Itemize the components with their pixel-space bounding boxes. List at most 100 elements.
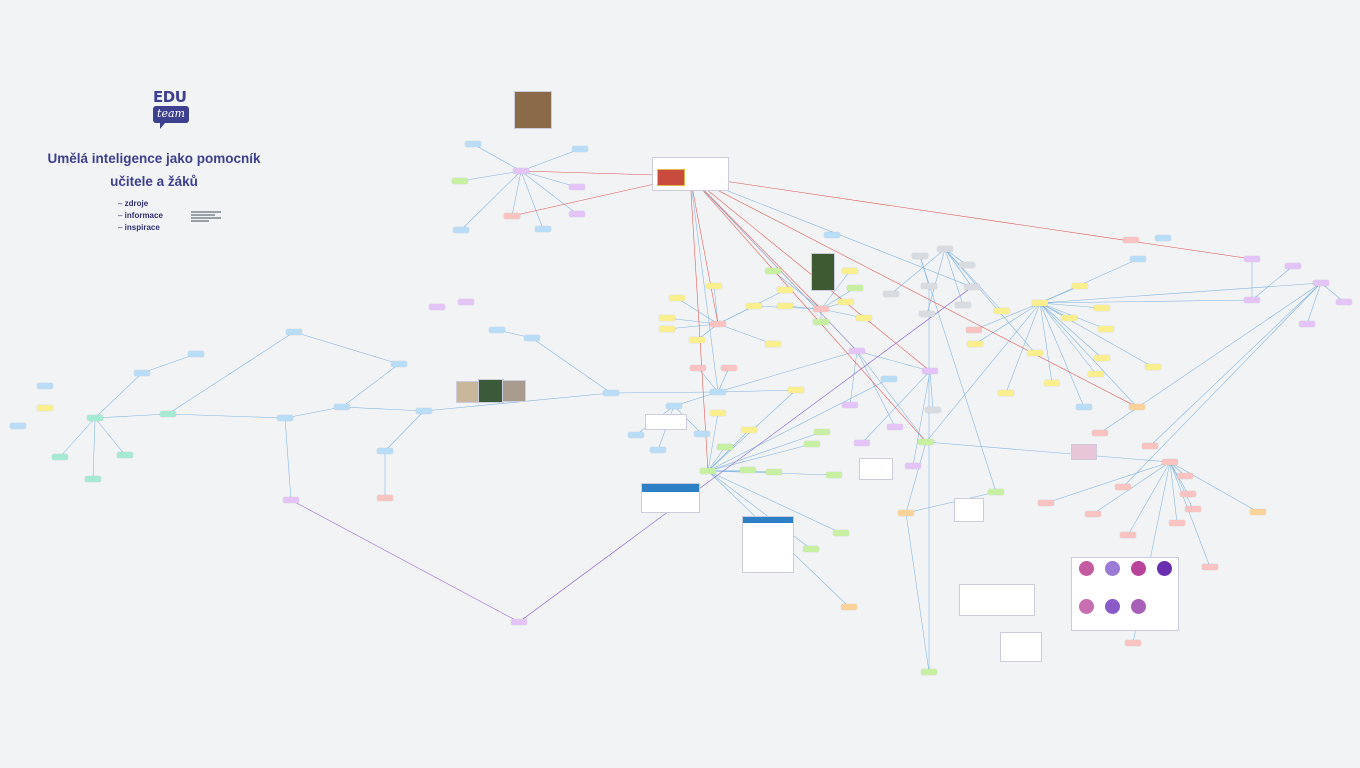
map-node[interactable] — [277, 415, 293, 421]
map-node[interactable] — [1032, 300, 1048, 306]
map-node[interactable] — [710, 321, 726, 327]
map-node[interactable] — [1162, 459, 1178, 465]
map-node[interactable] — [377, 495, 393, 501]
map-node[interactable] — [377, 448, 393, 454]
map-node[interactable] — [1145, 364, 1161, 370]
map-node[interactable] — [391, 361, 407, 367]
map-node[interactable] — [717, 444, 733, 450]
map-node[interactable] — [959, 262, 975, 268]
map-node[interactable] — [955, 302, 971, 308]
map-node[interactable] — [766, 469, 782, 475]
map-node[interactable] — [650, 447, 666, 453]
map-node[interactable] — [1202, 564, 1218, 570]
map-node[interactable] — [994, 308, 1010, 314]
map-node[interactable] — [85, 476, 101, 482]
map-node[interactable] — [1123, 237, 1139, 243]
table-thumb[interactable] — [859, 458, 893, 480]
phone-thumb[interactable] — [1071, 444, 1097, 460]
document-thumb[interactable] — [959, 584, 1035, 616]
map-node[interactable] — [1336, 299, 1352, 305]
map-node[interactable] — [826, 472, 842, 478]
map-node[interactable] — [465, 141, 481, 147]
map-node[interactable] — [1044, 380, 1060, 386]
map-node[interactable] — [847, 285, 863, 291]
map-node[interactable] — [1185, 506, 1201, 512]
map-node[interactable] — [334, 404, 350, 410]
map-node[interactable] — [690, 365, 706, 371]
map-node[interactable] — [453, 227, 469, 233]
map-node[interactable] — [721, 365, 737, 371]
map-node[interactable] — [429, 304, 445, 310]
map-node[interactable] — [1129, 404, 1145, 410]
map-node[interactable] — [1072, 283, 1088, 289]
map-node[interactable] — [919, 311, 935, 317]
text-note-thumb[interactable] — [954, 498, 984, 522]
map-node[interactable] — [666, 403, 682, 409]
map-node[interactable] — [1125, 640, 1141, 646]
map-node[interactable] — [689, 337, 705, 343]
photo-classroom-thumb[interactable] — [514, 91, 552, 129]
scene-thumb-2[interactable] — [478, 379, 504, 403]
map-node[interactable] — [669, 295, 685, 301]
map-node[interactable] — [1130, 256, 1146, 262]
map-node[interactable] — [922, 368, 938, 374]
map-node[interactable] — [813, 306, 829, 312]
map-node[interactable] — [838, 299, 854, 305]
map-node[interactable] — [37, 405, 53, 411]
map-node[interactable] — [777, 303, 793, 309]
map-node[interactable] — [416, 408, 432, 414]
map-node[interactable] — [1244, 256, 1260, 262]
map-node[interactable] — [921, 283, 937, 289]
map-node[interactable] — [458, 299, 474, 305]
hub-card-thumb[interactable] — [652, 157, 729, 191]
map-node[interactable] — [513, 168, 529, 174]
map-node[interactable] — [1094, 355, 1110, 361]
map-node[interactable] — [603, 390, 619, 396]
map-node[interactable] — [824, 232, 840, 238]
map-node[interactable] — [569, 184, 585, 190]
map-node[interactable] — [833, 530, 849, 536]
map-node[interactable] — [921, 669, 937, 675]
map-node[interactable] — [998, 390, 1014, 396]
map-node[interactable] — [710, 389, 726, 395]
map-node[interactable] — [765, 341, 781, 347]
map-node[interactable] — [10, 423, 26, 429]
map-node[interactable] — [966, 327, 982, 333]
map-node[interactable] — [887, 424, 903, 430]
map-node[interactable] — [788, 387, 804, 393]
map-node[interactable] — [535, 226, 551, 232]
map-node[interactable] — [964, 284, 980, 290]
map-node[interactable] — [504, 213, 520, 219]
map-node[interactable] — [912, 253, 928, 259]
map-node[interactable] — [881, 376, 897, 382]
map-node[interactable] — [1038, 500, 1054, 506]
map-node[interactable] — [905, 463, 921, 469]
map-node[interactable] — [841, 604, 857, 610]
map-node[interactable] — [52, 454, 68, 460]
map-node[interactable] — [842, 268, 858, 274]
map-node[interactable] — [1098, 326, 1114, 332]
map-node[interactable] — [283, 497, 299, 503]
map-node[interactable] — [117, 452, 133, 458]
map-node[interactable] — [1250, 509, 1266, 515]
map-node[interactable] — [740, 467, 756, 473]
map-node[interactable] — [1177, 473, 1193, 479]
device-thumb[interactable] — [645, 414, 687, 430]
map-node[interactable] — [1061, 315, 1077, 321]
scene-thumb-3[interactable] — [502, 380, 526, 402]
map-node[interactable] — [804, 441, 820, 447]
map-node[interactable] — [1085, 511, 1101, 517]
map-node[interactable] — [160, 411, 176, 417]
scene-thumb-1[interactable] — [456, 381, 480, 403]
map-node[interactable] — [286, 329, 302, 335]
map-node[interactable] — [937, 246, 953, 252]
map-node[interactable] — [1299, 321, 1315, 327]
map-node[interactable] — [1155, 235, 1171, 241]
map-node[interactable] — [1142, 443, 1158, 449]
map-node[interactable] — [813, 319, 829, 325]
map-node[interactable] — [842, 402, 858, 408]
map-node[interactable] — [967, 341, 983, 347]
map-node[interactable] — [524, 335, 540, 341]
map-node[interactable] — [988, 489, 1004, 495]
